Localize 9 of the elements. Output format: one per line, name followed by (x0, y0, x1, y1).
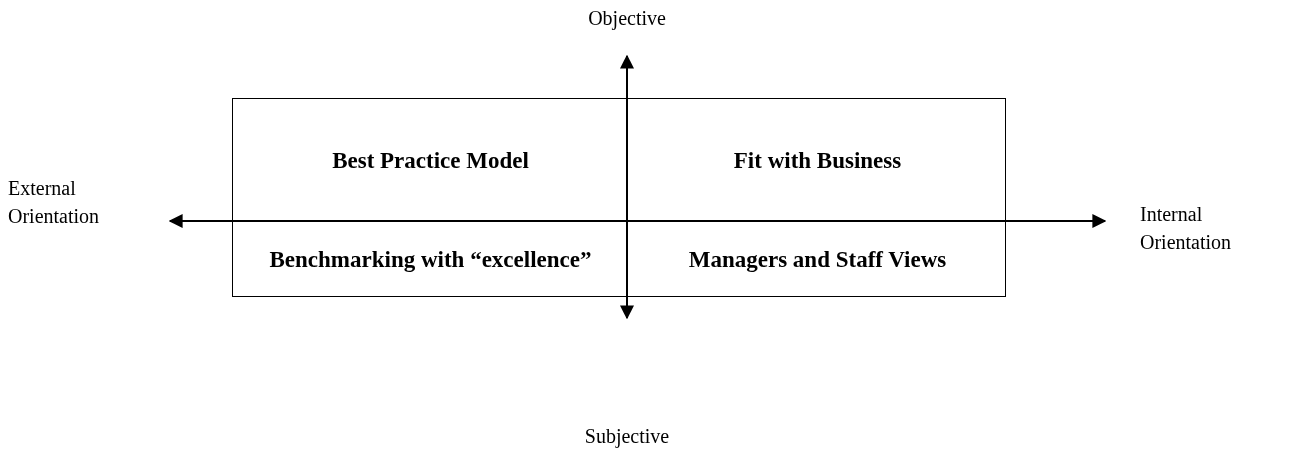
quadrant-label: Best Practice Model (332, 146, 529, 175)
quadrant-label: Fit with Business (733, 146, 902, 175)
axis-label: Objective (587, 6, 667, 32)
quadrant-label: Benchmarking with “excellence” (269, 246, 592, 274)
quadrant-frame (232, 98, 1006, 297)
quadrant-label: Managers and Staff Views (688, 246, 947, 274)
axis-label: Subjective (583, 424, 671, 450)
axis-label: External Orientation (8, 176, 101, 229)
axis-label: Internal Orientation (1140, 202, 1233, 255)
